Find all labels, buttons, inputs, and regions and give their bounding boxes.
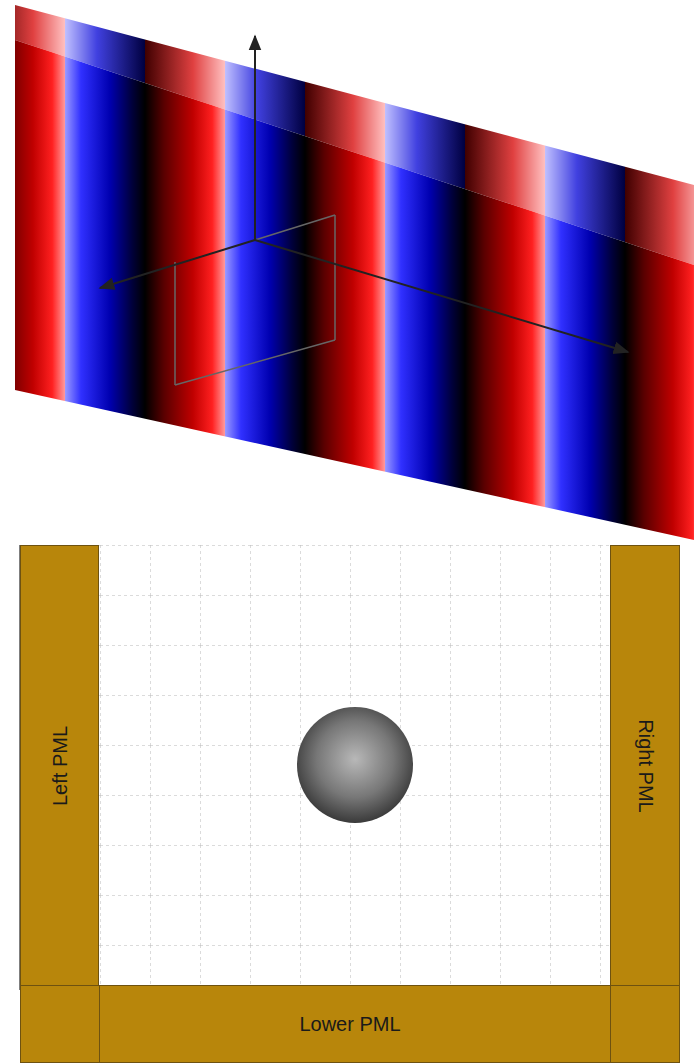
band-label: Left PML [48, 725, 71, 805]
corner-separator [99, 986, 100, 1062]
corner-separator [610, 986, 611, 1062]
wave-front-face [15, 40, 694, 540]
lower-pml-band: Lower PML [20, 985, 680, 1063]
axes [100, 36, 628, 352]
scatterer-sphere [297, 707, 413, 823]
right-pml-band: Right PML [610, 545, 680, 986]
left-pml-band: Left PML [20, 545, 99, 986]
grid [20, 545, 680, 1063]
band-label: Right PML [634, 719, 657, 812]
band-label: Lower PML [299, 1013, 400, 1036]
